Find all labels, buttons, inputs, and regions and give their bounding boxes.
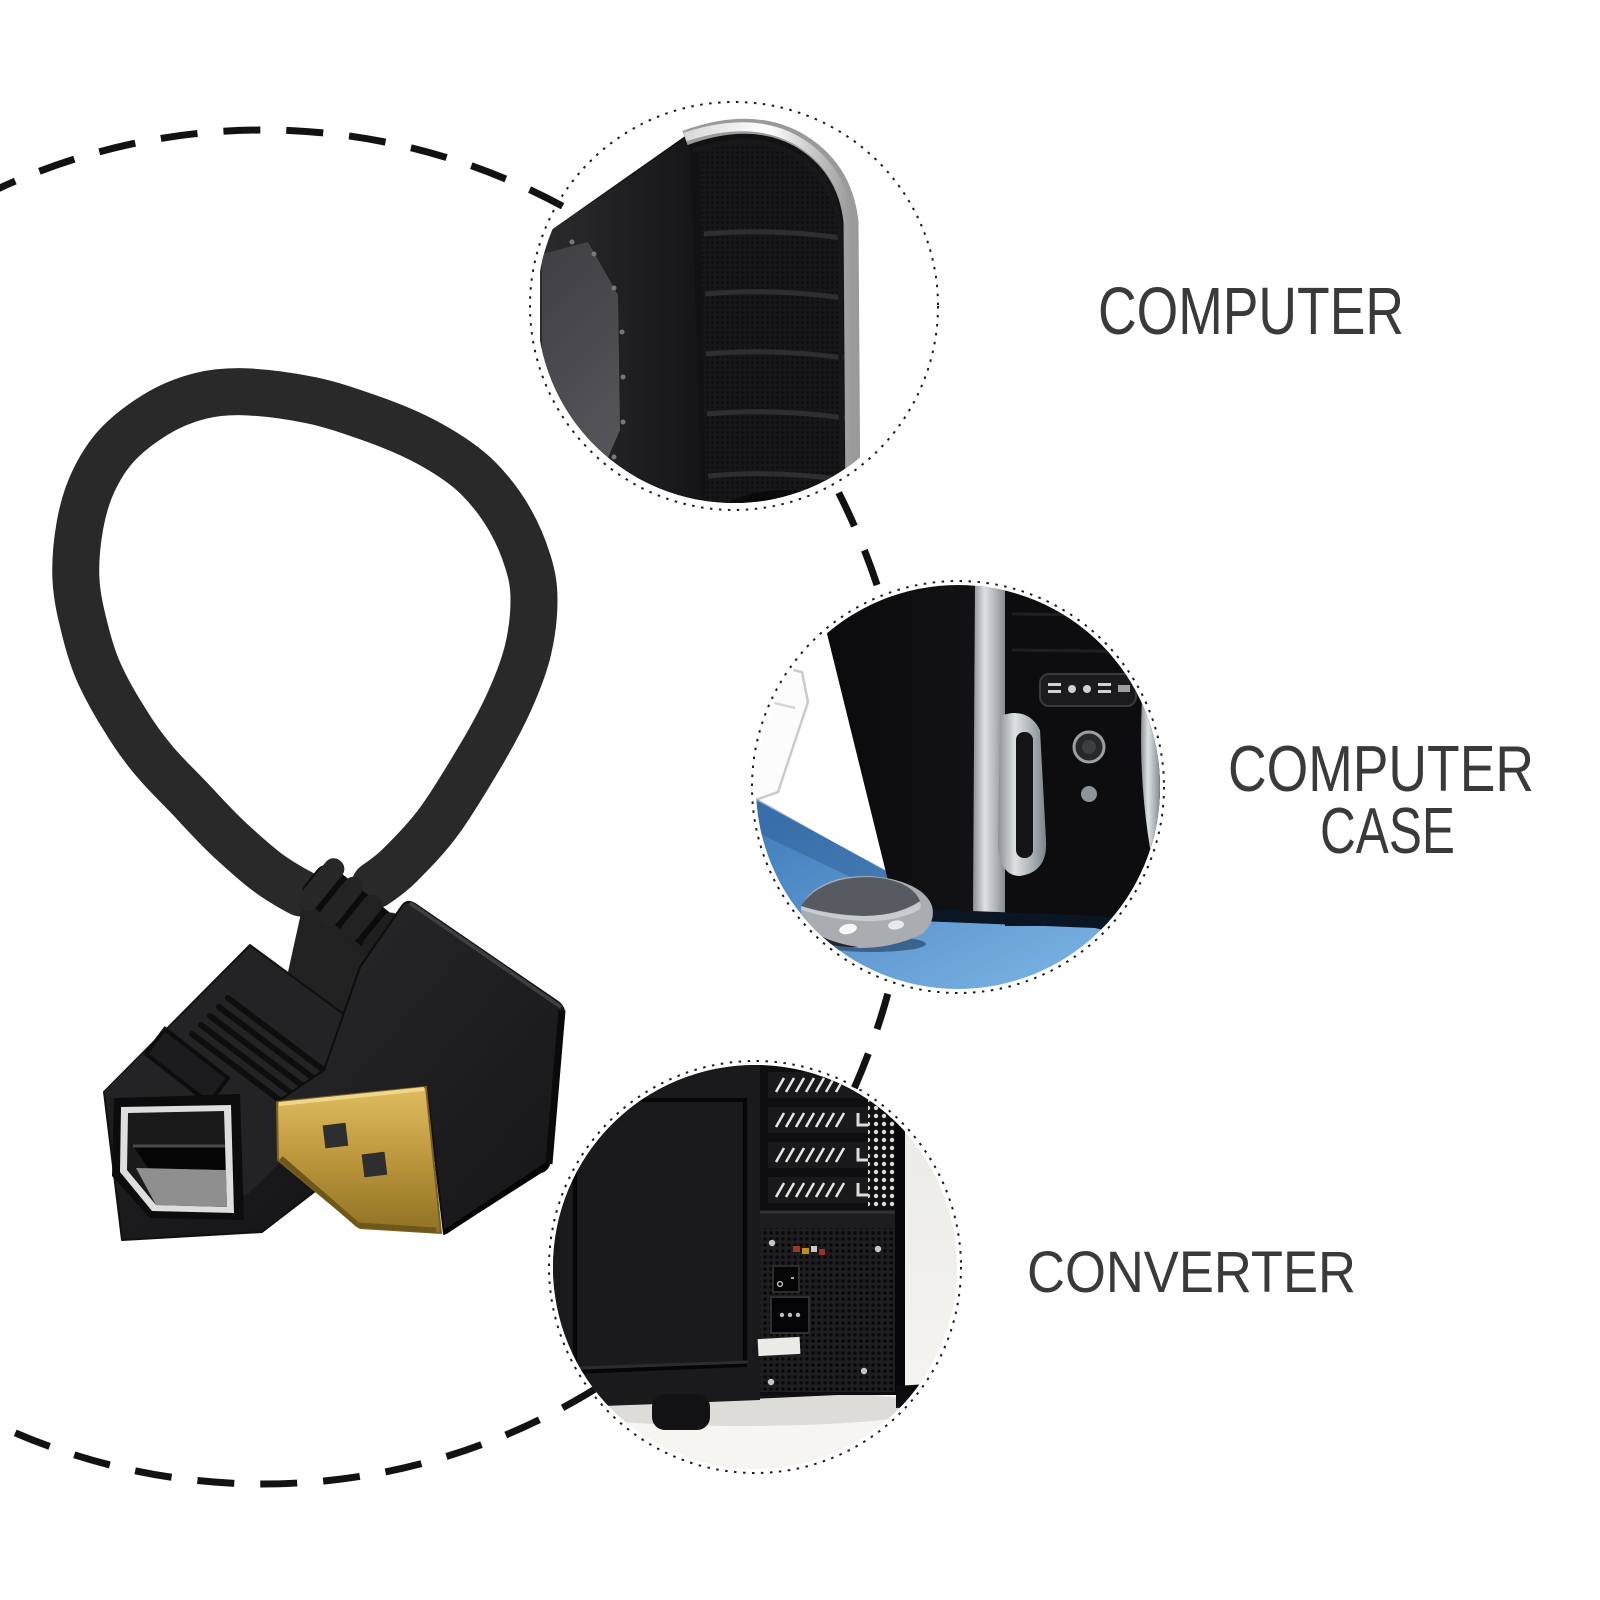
svg-text:CASE: CASE [1320, 794, 1455, 867]
svg-text:CONVERTER: CONVERTER [1027, 1240, 1356, 1305]
svg-text:COMPUTER: COMPUTER [1098, 274, 1404, 349]
svg-text:COMPUTER: COMPUTER [1228, 732, 1534, 805]
